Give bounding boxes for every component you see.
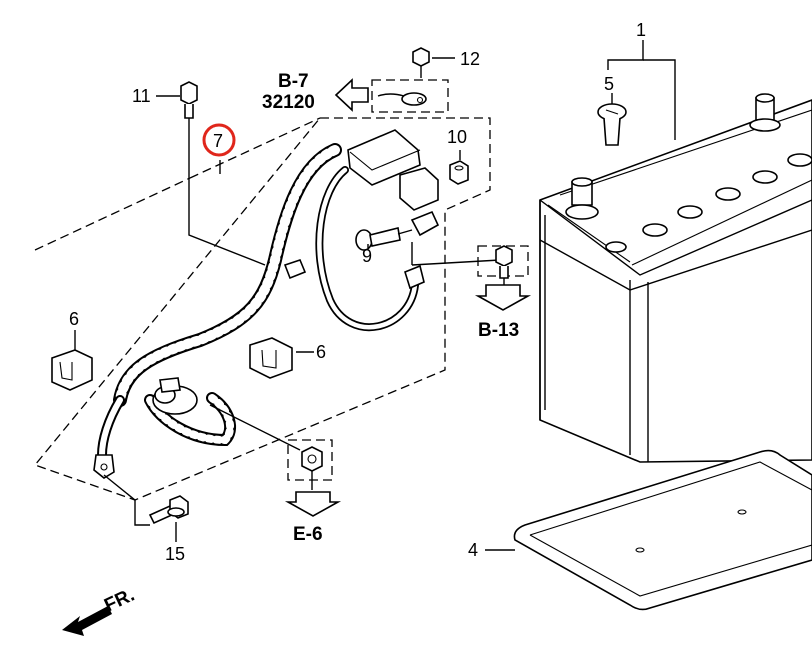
battery-tray [513, 449, 812, 611]
callout-6-left: 6 [69, 309, 79, 329]
bolt-part-11 [180, 81, 266, 266]
nut-part-12 [412, 47, 430, 78]
ref-b7-line2[interactable]: 32120 [262, 92, 315, 113]
bolt-part-15 [148, 495, 189, 525]
ref-b13[interactable]: B-13 [478, 320, 519, 341]
callout-6-right: 6 [316, 342, 326, 362]
nut-e6-group [209, 404, 342, 517]
callout-12: 12 [460, 49, 480, 69]
ref-e6[interactable]: E-6 [293, 524, 323, 545]
nut-part-10 [449, 160, 469, 185]
callout-10: 10 [447, 127, 467, 147]
front-direction-arrow: FR. [62, 585, 138, 636]
callout-5: 5 [604, 74, 614, 94]
callout-9: 9 [362, 246, 372, 266]
callout-1: 1 [636, 20, 646, 40]
b7-arrow [334, 78, 369, 112]
callout-4: 4 [468, 540, 478, 560]
callout-7[interactable]: 7 [213, 131, 223, 151]
ref-b7-line1[interactable]: B-7 [278, 71, 309, 92]
assembly-outline [33, 117, 491, 501]
callout-7-highlight-circle [202, 123, 236, 157]
battery [539, 93, 812, 463]
bolt-b13-group [474, 245, 532, 311]
battery-clip-part [597, 103, 627, 146]
battery-harness [93, 129, 501, 501]
callout-15: 15 [165, 544, 185, 564]
leader-lines [74, 40, 676, 551]
terminal-b7 [371, 79, 449, 113]
clip-part-6-left [51, 349, 93, 391]
callout-11: 11 [132, 86, 151, 106]
clip-part-6-right [249, 337, 293, 379]
